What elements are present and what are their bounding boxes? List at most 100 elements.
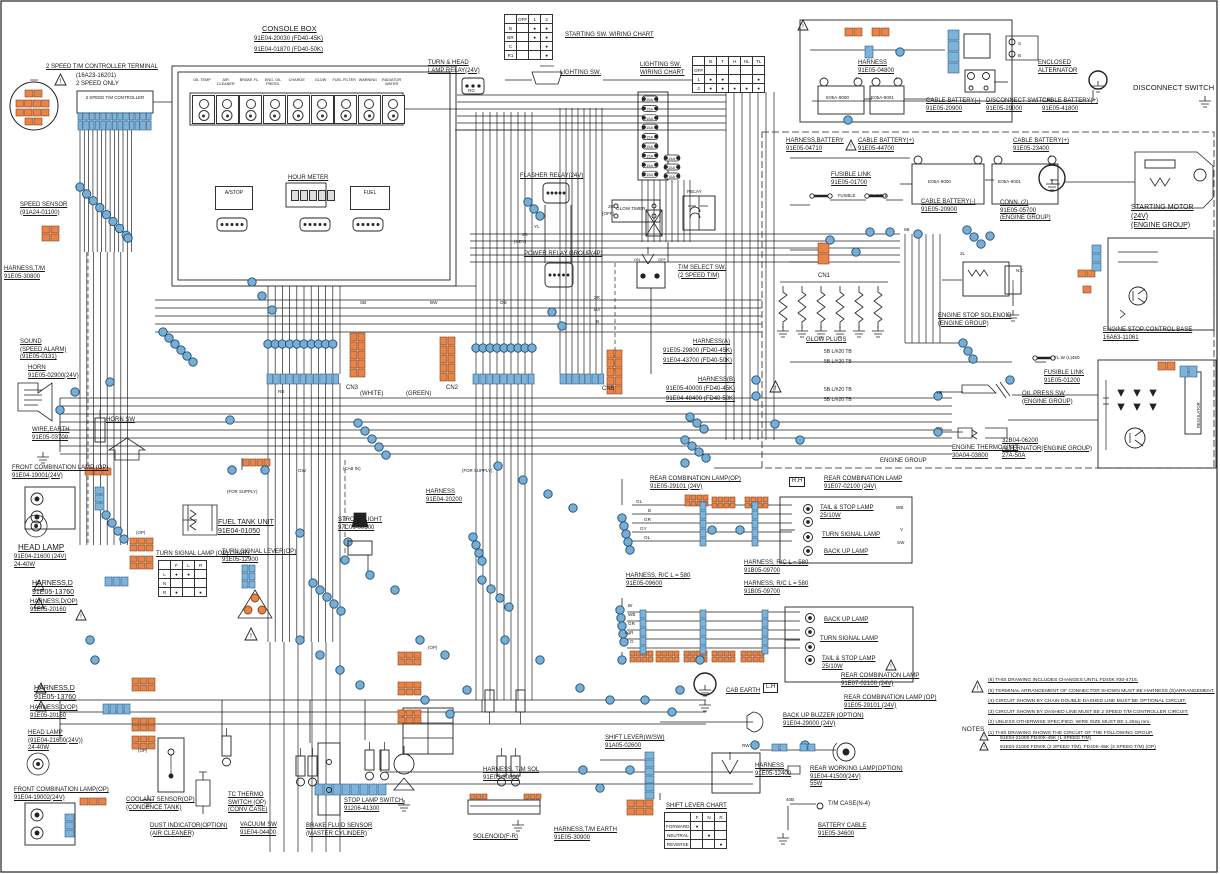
diode	[1149, 389, 1157, 397]
circle	[371, 223, 375, 226]
hour-meter-display	[291, 190, 335, 201]
circle	[366, 223, 370, 226]
engine-stop-control-line: ENGINE STOP CONTROL BASE	[1103, 327, 1193, 333]
circle	[642, 153, 646, 158]
turn-signal-lever-line: TURN SIGNAL LEVER(OP)	[222, 549, 297, 555]
wire-color-code: B	[648, 508, 652, 513]
tm-case-line: T/M CASE(N-4)	[828, 801, 870, 807]
harness-d-2-line: 91E05-13760	[34, 693, 77, 701]
cn1-line: CN1	[818, 273, 831, 279]
junction-dot	[88, 196, 98, 206]
engine-stop-solenoid-body	[962, 261, 1010, 297]
junction-dot	[667, 707, 677, 717]
alternator-box	[1097, 359, 1217, 469]
tm-switch-box	[645, 209, 663, 237]
junction-dot	[158, 327, 168, 337]
cable-bat-pos-3: CABLE BATTERY(+)91E05-23400	[1013, 138, 1069, 153]
wire-color-code: OB	[500, 300, 507, 305]
turn-chart-cell: ●	[194, 587, 207, 597]
op-3-line: (OP)	[428, 645, 438, 650]
indicator-lamp-oil-pressure-icon	[263, 95, 287, 124]
coolant-sensor: COOLANT SENSOR(OP)(CONDENCE TANK)	[126, 797, 195, 812]
d-sub-connector	[216, 217, 248, 232]
harness-tm-sol-line: HARNESS, T/M SOL	[483, 767, 540, 773]
indicator-lamp-label: AIR CLEANER	[216, 78, 235, 86]
circuit-lines	[1118, 251, 1158, 319]
note-line-6: (6) THIS DRAWING INCLUDES CHANGES UNTIL …	[988, 678, 1139, 683]
turn-chart-cell: ●	[170, 569, 183, 579]
starting-chart-header: OFF	[515, 14, 530, 24]
back-up-buzzer-line: BACK UP BUZZER (OPTION)	[783, 713, 864, 719]
lighting-chart-cell: ●	[716, 74, 730, 84]
starting-chart-cell	[528, 41, 542, 51]
front-comb-lamp-2-line: 91E04-19002(24V)	[14, 794, 65, 801]
harness-b: HARNESS(B)	[698, 377, 735, 385]
vacuum-sw-line: VACUUM SW	[240, 822, 277, 828]
cn2-color-line: (GREEN)	[406, 391, 432, 397]
cn3-color: (WHITE)	[360, 391, 383, 399]
engine-group: ENGINE GROUP	[880, 458, 927, 466]
junction-dot	[619, 637, 629, 647]
tb-a-2-line: 5B L/#20 TB	[824, 359, 852, 365]
junction-dot	[315, 585, 325, 595]
note-line-3: (3) CIRCUIT SHOWN BY DASHED LINE MUST BE…	[988, 709, 1189, 715]
circle	[477, 84, 481, 88]
junction-dot	[504, 602, 514, 612]
lighting-chart-header: HL	[740, 56, 754, 66]
starting-chart-cell: B	[504, 23, 517, 33]
pin-connector	[79, 797, 107, 806]
junction-dot	[619, 521, 629, 531]
junction-dot	[85, 635, 95, 645]
circle	[973, 155, 983, 165]
circle	[654, 172, 658, 177]
warning-triangle-mark: !	[38, 602, 40, 608]
wire-color-code: 2G	[608, 204, 615, 209]
console-part-1-text: 91E04-20030 (FD40-45K)	[254, 36, 324, 42]
d-sub-connector	[352, 217, 384, 232]
junction-dot	[340, 555, 350, 565]
back-up-buzzer: BACK UP BUZZER (OPTION)91E04-29000 (24V)	[783, 713, 864, 728]
switch-plunger	[296, 777, 305, 787]
lighting-sw-line: LIGHTING SW.	[560, 70, 602, 76]
transistor	[1129, 429, 1144, 447]
junction-dot	[895, 47, 905, 57]
lighting-chart-cell: ●	[716, 83, 730, 93]
lighting-chart-cell: OFF	[691, 65, 706, 75]
circle	[676, 165, 680, 169]
pin-connector	[655, 650, 680, 663]
lighting-chart-cell: ●	[728, 83, 742, 93]
cab-earth: CAB EARTH	[726, 688, 760, 696]
circle	[809, 193, 815, 199]
rear-working-lamp-line: 91E04-41500(24V)	[810, 773, 861, 780]
cable-bat-neg-2: CABLE BATTERY(-)91E05-20900	[921, 199, 975, 214]
fuse-15a: 15A	[641, 95, 659, 103]
turn-chart-header: R	[194, 560, 207, 570]
battery-code-tr-1-line: E05A-9000	[826, 95, 849, 100]
solenoid-fr: SOLENOID(F-R)	[473, 834, 518, 842]
starting-chart-title-line: STARTING SW. WIRING CHART	[565, 32, 654, 38]
starting-chart-cell: BR	[504, 32, 517, 42]
console-part-2-text: 91E04-01870 (FD40-50K)	[254, 47, 324, 53]
d-sub-connector	[542, 182, 570, 204]
oil-press-sw-line: OIL PRESS SW	[1022, 391, 1065, 397]
stop-lamp-switch-line: STOP LAMP SWITCH	[344, 798, 404, 804]
ground-icon	[1092, 81, 1104, 93]
junction-dot	[55, 405, 65, 415]
fusible-link-line: FUSIBLE LINK	[831, 172, 872, 178]
dust-indicator-line: (AIR CLEANER)	[150, 830, 195, 837]
circle	[34, 496, 40, 502]
glow-plug-resistor	[835, 286, 845, 328]
pin-connector	[1082, 285, 1092, 294]
wire-color-code: G	[630, 639, 634, 644]
circle	[558, 191, 562, 195]
speed-sensor-line: (91A24-01100)	[20, 209, 60, 216]
wire	[645, 209, 663, 237]
lamp-bulb	[805, 655, 815, 665]
wire-color-code: GW	[298, 468, 306, 473]
junction-dot	[493, 461, 503, 471]
shift-chart-cell	[702, 839, 716, 849]
battery-polarity: -	[821, 76, 823, 82]
